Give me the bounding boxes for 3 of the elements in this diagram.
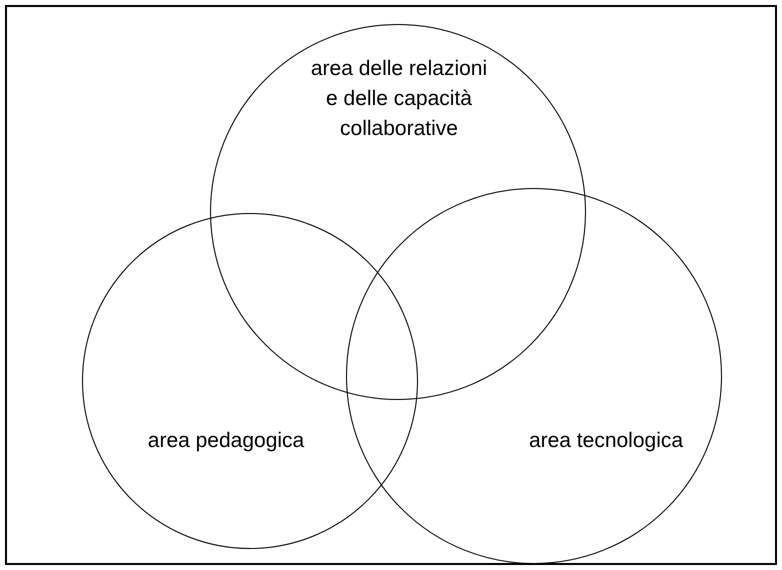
circle-label: area pedagogica	[146, 428, 306, 454]
circle-label: area tecnologica	[528, 428, 684, 454]
circle-label: area delle relazioni e delle capacità collaborative	[310, 56, 488, 142]
